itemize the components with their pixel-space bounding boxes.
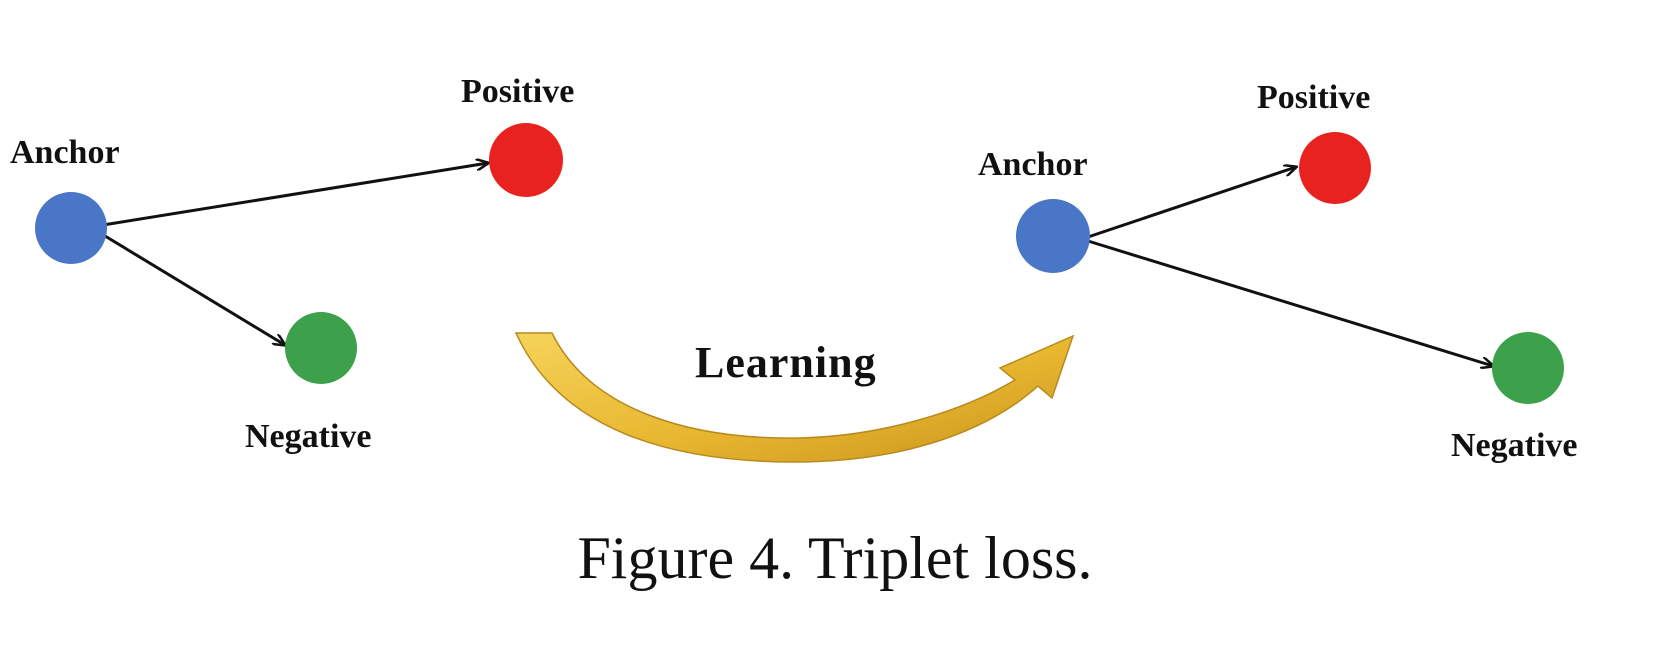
right-positive-node <box>1299 132 1371 204</box>
left-anchor-node <box>35 192 107 264</box>
left-negative-label: Negative <box>245 418 372 455</box>
learning-arrow <box>514 332 1075 463</box>
right-edge-anchor-negative <box>1087 239 1493 366</box>
left-negative-node <box>285 312 357 384</box>
left-positive-node <box>489 123 563 197</box>
left-positive-label: Positive <box>461 73 574 110</box>
right-negative-label: Negative <box>1451 427 1578 464</box>
right-positive-label: Positive <box>1257 79 1370 116</box>
figure-caption: Figure 4. Triplet loss. <box>577 525 1092 591</box>
left-anchor-label: Anchor <box>10 134 120 171</box>
learning-label: Learning <box>695 338 877 387</box>
right-anchor-label: Anchor <box>978 146 1088 183</box>
left-edge-anchor-negative <box>104 234 285 345</box>
right-edge-anchor-positive <box>1084 167 1296 240</box>
left-edge-anchor-positive <box>102 163 488 227</box>
right-negative-node <box>1492 332 1564 404</box>
right-anchor-node <box>1016 199 1090 273</box>
